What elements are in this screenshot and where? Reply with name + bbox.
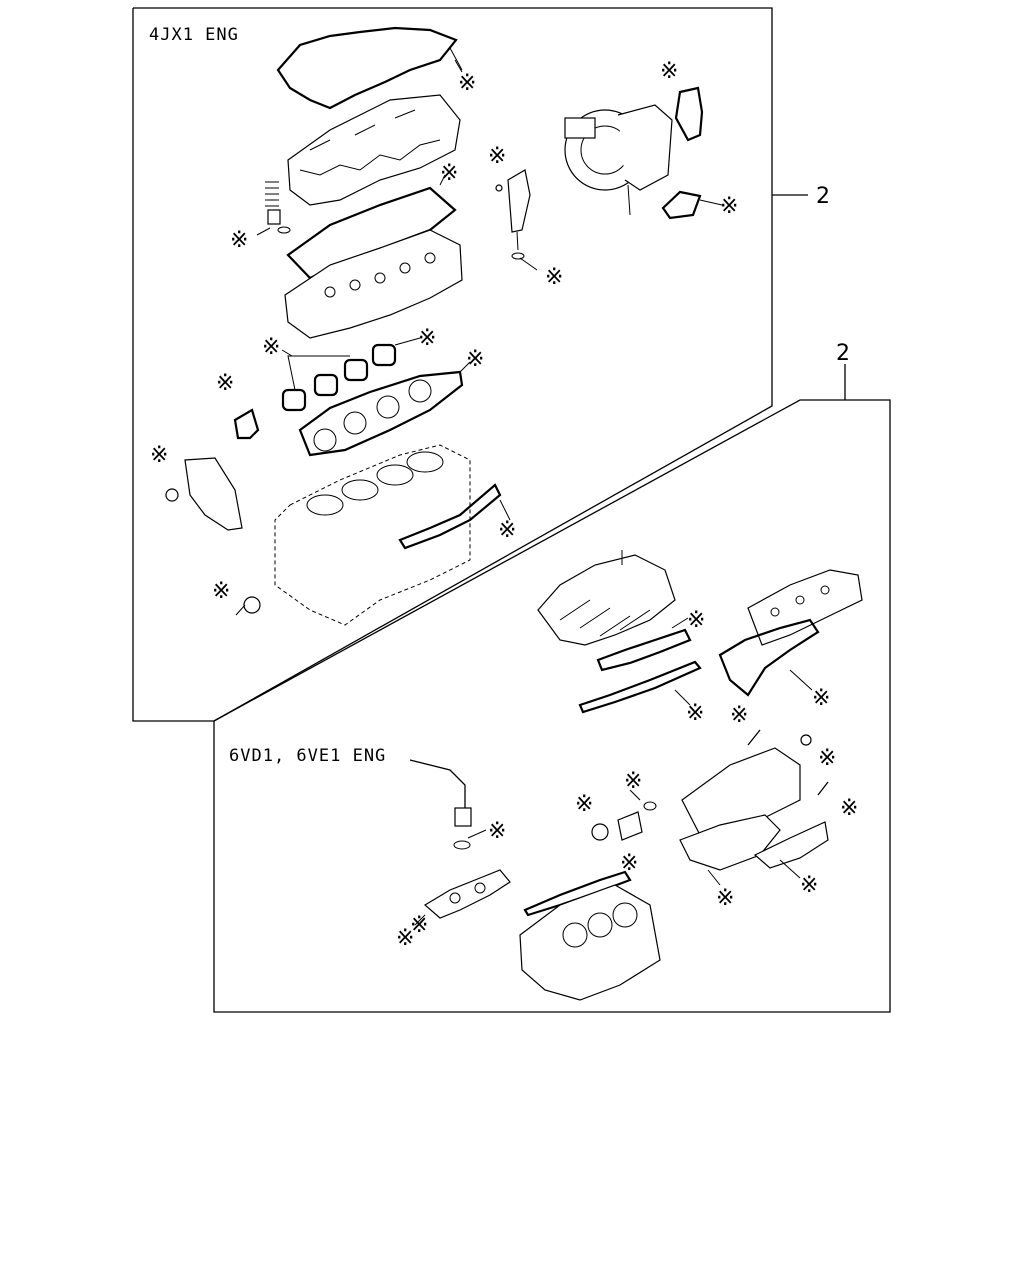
kit-marker: ※ bbox=[440, 161, 458, 186]
rear-main-seal bbox=[591, 801, 657, 841]
thermostat-gasket bbox=[233, 408, 260, 440]
cylinder-block-4jx1 bbox=[274, 444, 471, 626]
cylinder-head-gasket bbox=[298, 370, 464, 457]
kit-marker: ※ bbox=[488, 819, 506, 844]
crank-seal bbox=[235, 596, 261, 616]
rocker-housing bbox=[287, 94, 461, 206]
fuel-injector bbox=[495, 169, 531, 260]
intake-manifold bbox=[537, 550, 676, 646]
port-gaskets bbox=[281, 343, 397, 412]
kit-marker: ※ bbox=[466, 347, 484, 372]
kit-marker: ※ bbox=[396, 926, 414, 951]
valve-cover-6vd1 bbox=[747, 569, 863, 646]
kit-marker: ※ bbox=[458, 71, 476, 96]
kit-marker: ※ bbox=[212, 579, 230, 604]
turbocharger bbox=[564, 104, 673, 216]
kit-marker: ※ bbox=[498, 518, 516, 543]
kit-marker: ※ bbox=[687, 608, 705, 633]
kit-marker: ※ bbox=[624, 769, 642, 794]
kit-marker: ※ bbox=[575, 792, 593, 817]
plenum-gasket bbox=[578, 660, 702, 714]
upper-callout: 2 bbox=[772, 184, 830, 209]
kit-markers: ※ ※ ※ ※ ※ ※ ※ ※ ※ ※ ※ ※ ※ ※ ※ ※ ※ ※ ※ ※ … bbox=[150, 59, 858, 951]
head-gasket-6vd1 bbox=[523, 870, 632, 917]
kit-marker: ※ bbox=[720, 194, 738, 219]
valve-cover-gasket bbox=[276, 26, 463, 110]
upper-leader-lines bbox=[256, 59, 723, 521]
pcv-hose bbox=[409, 759, 472, 850]
exhaust-manifold-gasket bbox=[423, 869, 511, 919]
kit-marker: ※ bbox=[410, 913, 428, 938]
kit-marker: ※ bbox=[716, 886, 734, 911]
cylinder-head bbox=[284, 229, 463, 339]
cylinder-block-6vd1 bbox=[519, 884, 661, 1001]
turbo-flange-gasket bbox=[661, 86, 704, 220]
kit-marker: ※ bbox=[620, 851, 638, 876]
head-bolts bbox=[747, 729, 829, 796]
kit-marker: ※ bbox=[840, 796, 858, 821]
kit-marker: ※ bbox=[262, 335, 280, 360]
upper-panel-title: 4JX1 ENG bbox=[149, 25, 239, 45]
kit-marker: ※ bbox=[660, 59, 678, 84]
cylinder-head-6vd1 bbox=[679, 747, 801, 871]
kit-marker: ※ bbox=[812, 686, 830, 711]
kit-marker: ※ bbox=[730, 703, 748, 728]
timing-cover bbox=[165, 457, 243, 531]
kit-marker: ※ bbox=[230, 228, 248, 253]
lower-callout: 2 bbox=[836, 341, 850, 400]
intake-manifold-gasket bbox=[596, 628, 692, 672]
kit-marker: ※ bbox=[418, 326, 436, 351]
manifold-gasket-4jx1 bbox=[398, 483, 502, 550]
exhaust-gasket-right bbox=[753, 821, 829, 869]
kit-marker: ※ bbox=[545, 265, 563, 290]
kit-marker: ※ bbox=[818, 746, 836, 771]
kit-marker: ※ bbox=[686, 701, 704, 726]
kit-marker: ※ bbox=[150, 443, 168, 468]
lower-callout-number: 2 bbox=[836, 341, 850, 366]
kit-marker: ※ bbox=[216, 371, 234, 396]
lower-panel-frame bbox=[213, 399, 891, 1013]
valve-cover-gasket-6vd1 bbox=[718, 618, 820, 697]
kit-marker: ※ bbox=[800, 873, 818, 898]
upper-panel-frame bbox=[132, 7, 773, 722]
lower-leader-lines bbox=[414, 617, 813, 926]
kit-marker: ※ bbox=[488, 144, 506, 169]
valve-spring bbox=[265, 181, 291, 234]
upper-callout-number: 2 bbox=[816, 184, 830, 209]
lower-panel-title: 6VD1, 6VE1 ENG bbox=[229, 746, 386, 766]
